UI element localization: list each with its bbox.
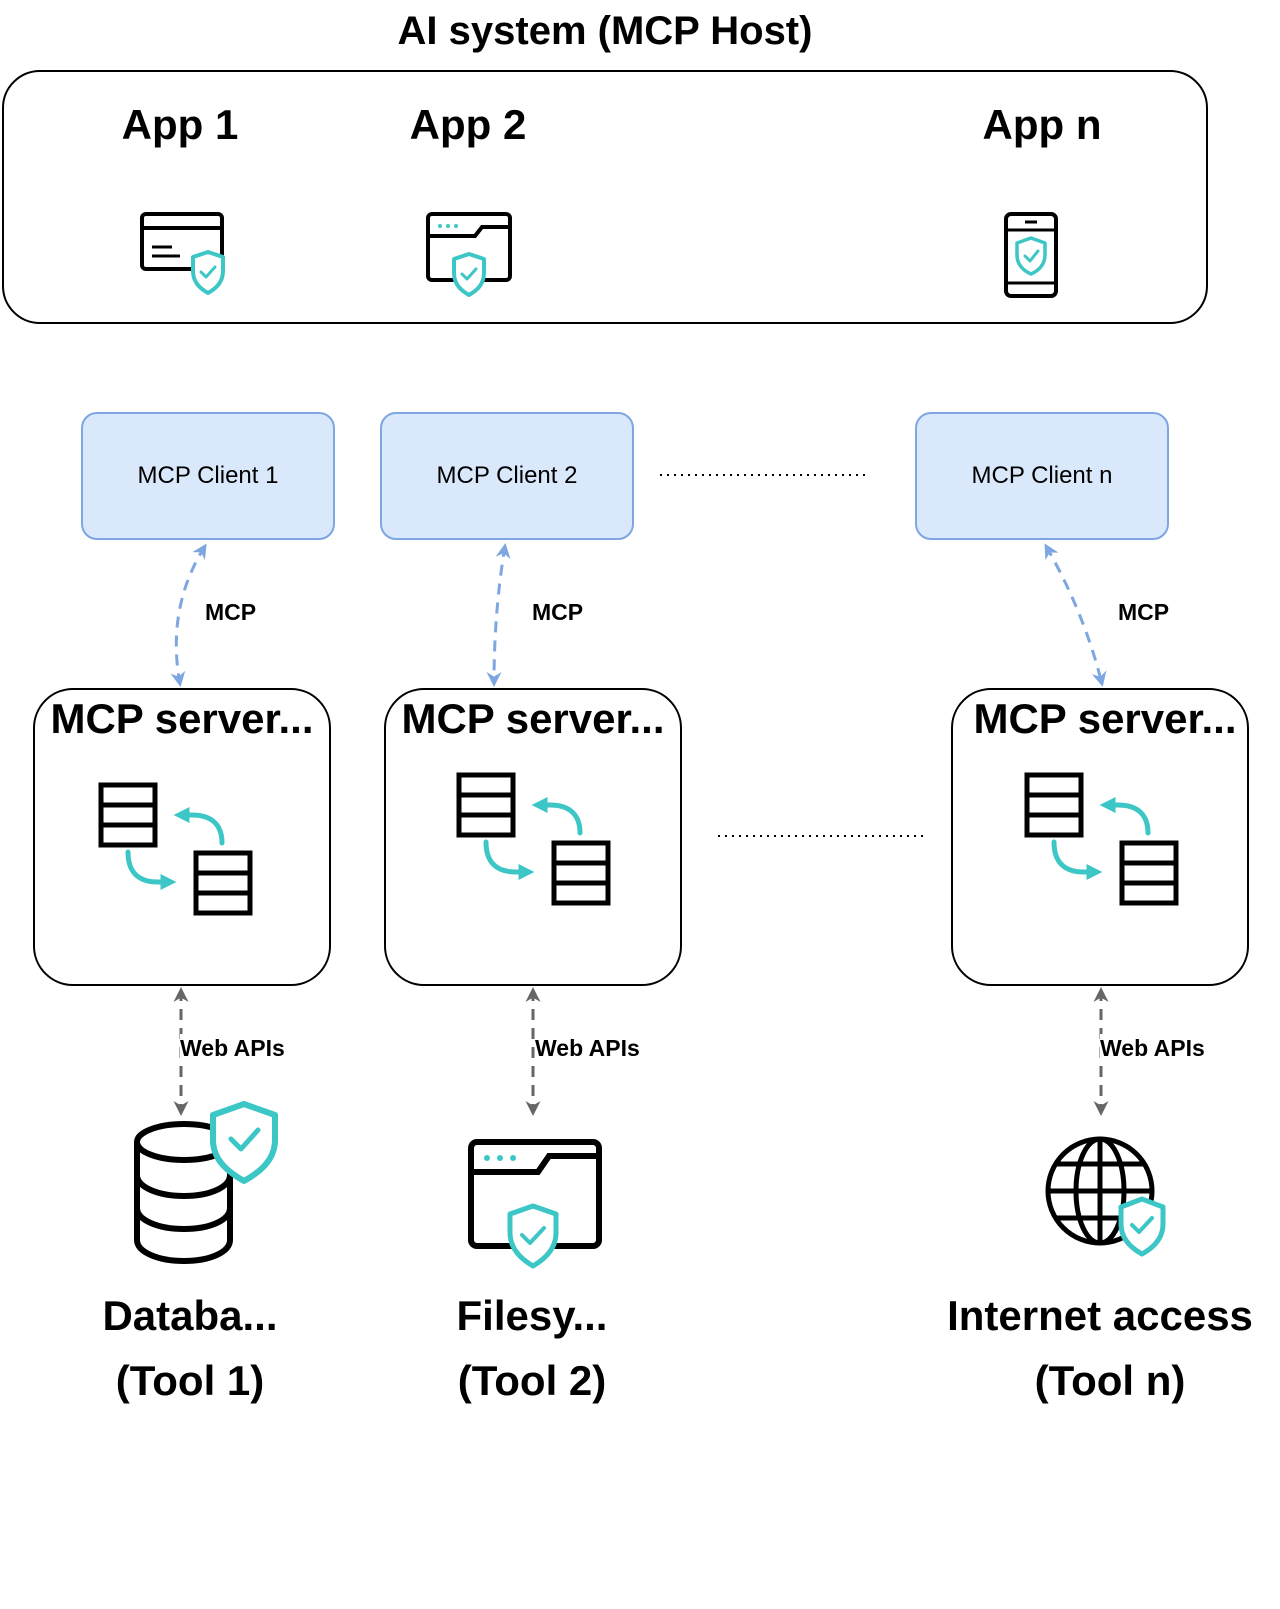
host-container [2,70,1208,324]
mcp-client-n[interactable]: MCP Client n [915,412,1169,540]
app-2-label: App 2 [409,101,527,148]
mcp-server-2[interactable] [384,688,682,986]
mcp-arrow-2 [486,543,511,687]
app-1-label: App 1 [121,101,239,148]
mcp-server-1-title: MCP server... [50,695,314,742]
mcp-server-2-title: MCP server... [401,695,665,742]
database-sync-icon [1024,772,1179,906]
credit-card-shield-icon [140,212,225,295]
mcp-server-n[interactable] [951,688,1249,986]
mcp-client-1[interactable]: MCP Client 1 [81,412,335,540]
webapi-label-2: Web APIs [535,1034,640,1062]
tool-1-name: Databa... [102,1292,278,1339]
mcp-client-2-label: MCP Client 2 [436,462,578,489]
tool-2-tag: (Tool 2) [457,1357,607,1404]
phone-shield-icon [1004,212,1058,298]
database-sync-icon [456,772,611,906]
mcp-client-2[interactable]: MCP Client 2 [380,412,634,540]
tool-n-name: Internet access [947,1292,1253,1339]
mcp-client-n-label: MCP Client n [971,462,1113,489]
mcp-server-1[interactable] [33,688,331,986]
database-shield-icon [134,1101,278,1265]
mcp-protocol-label-1: MCP [205,598,257,626]
app-n-label: App n [982,101,1102,148]
tool-n-tag: (Tool n) [1034,1357,1186,1404]
tool-2-name: Filesy... [456,1292,608,1339]
mcp-protocol-label-2: MCP [532,598,584,626]
globe-shield-icon [1045,1136,1166,1257]
host-title: AI system (MCP Host) [397,9,813,53]
mcp-protocol-label-n: MCP [1118,598,1170,626]
mcp-arrow-1 [170,543,207,687]
tool-1-tag: (Tool 1) [115,1357,265,1404]
folder-shield-icon [468,1139,602,1269]
browser-shield-icon [426,212,512,297]
mcp-server-n-title: MCP server... [973,695,1237,742]
mcp-client-1-label: MCP Client 1 [137,462,279,489]
webapi-label-n: Web APIs [1100,1034,1205,1062]
database-sync-icon [98,782,253,916]
mcp-arrow-n [1044,543,1107,687]
webapi-label-1: Web APIs [180,1034,285,1062]
